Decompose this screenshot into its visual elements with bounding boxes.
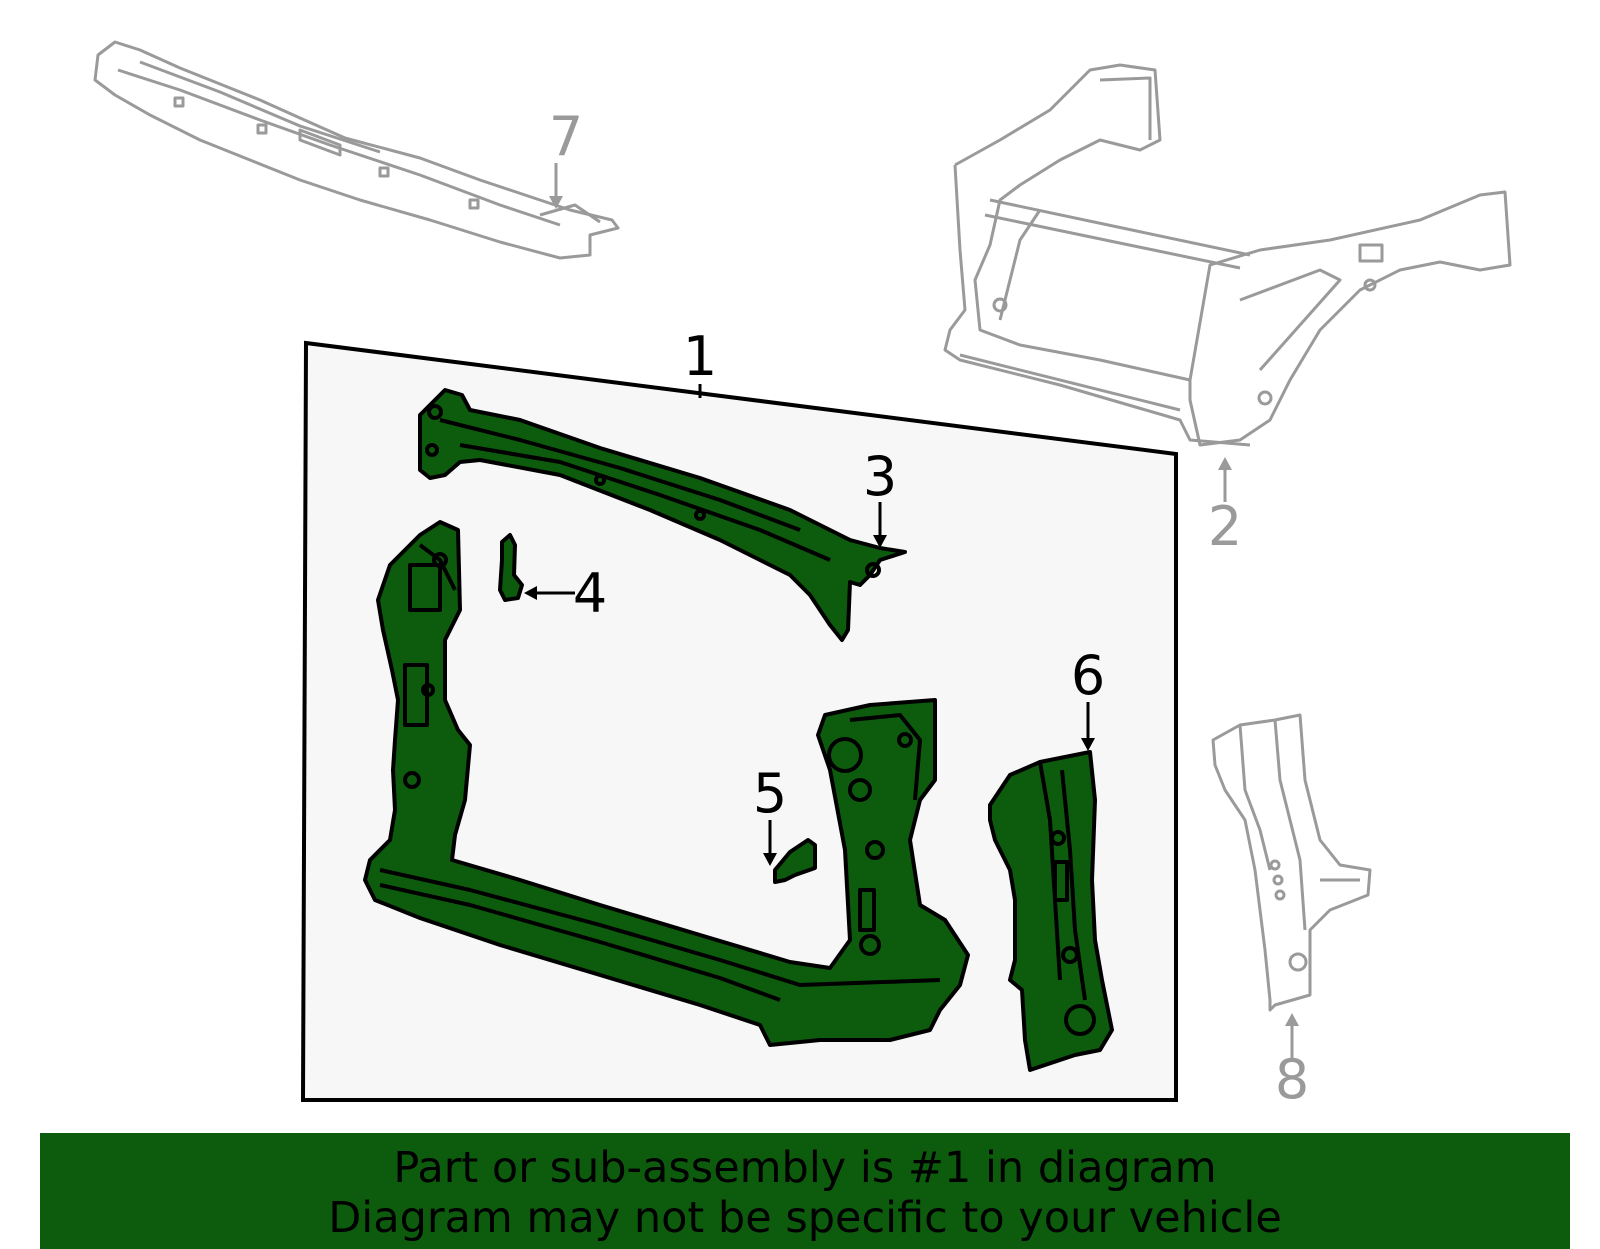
leader-lines [524, 163, 1299, 1058]
arrowhead-8 [1285, 1013, 1299, 1026]
banner-line-1: Part or sub-assembly is #1 in diagram [393, 1143, 1217, 1193]
callout-6: 6 [1071, 644, 1105, 707]
part-5-bracket [773, 838, 817, 884]
info-banner: Part or sub-assembly is #1 in diagram Di… [40, 1133, 1570, 1249]
callout-3: 3 [863, 445, 897, 508]
lower-radiator-frame [363, 520, 970, 1047]
banner-line-2: Diagram may not be specific to your vehi… [328, 1193, 1282, 1243]
part-6-side-member [988, 750, 1114, 1072]
callout-5: 5 [753, 762, 787, 825]
callout-1: 1 [683, 325, 717, 388]
callout-2: 2 [1208, 495, 1242, 558]
part-3-upper-tie-bar [418, 388, 907, 642]
callout-4: 4 [573, 562, 607, 625]
part-7-upper-tie-bar [93, 40, 620, 260]
arrowhead-6 [1081, 738, 1095, 751]
part-4-bracket [498, 533, 524, 602]
part-2-radiator-support [943, 63, 1512, 447]
callout-8: 8 [1275, 1048, 1309, 1111]
callout-7: 7 [549, 105, 583, 168]
part-8-side-bracket [1211, 713, 1372, 1012]
arrowhead-5 [763, 853, 777, 866]
arrowhead-7 [549, 196, 563, 209]
arrowhead-2 [1218, 457, 1232, 470]
arrowhead-4 [524, 586, 537, 600]
arrowhead-3 [873, 535, 887, 548]
